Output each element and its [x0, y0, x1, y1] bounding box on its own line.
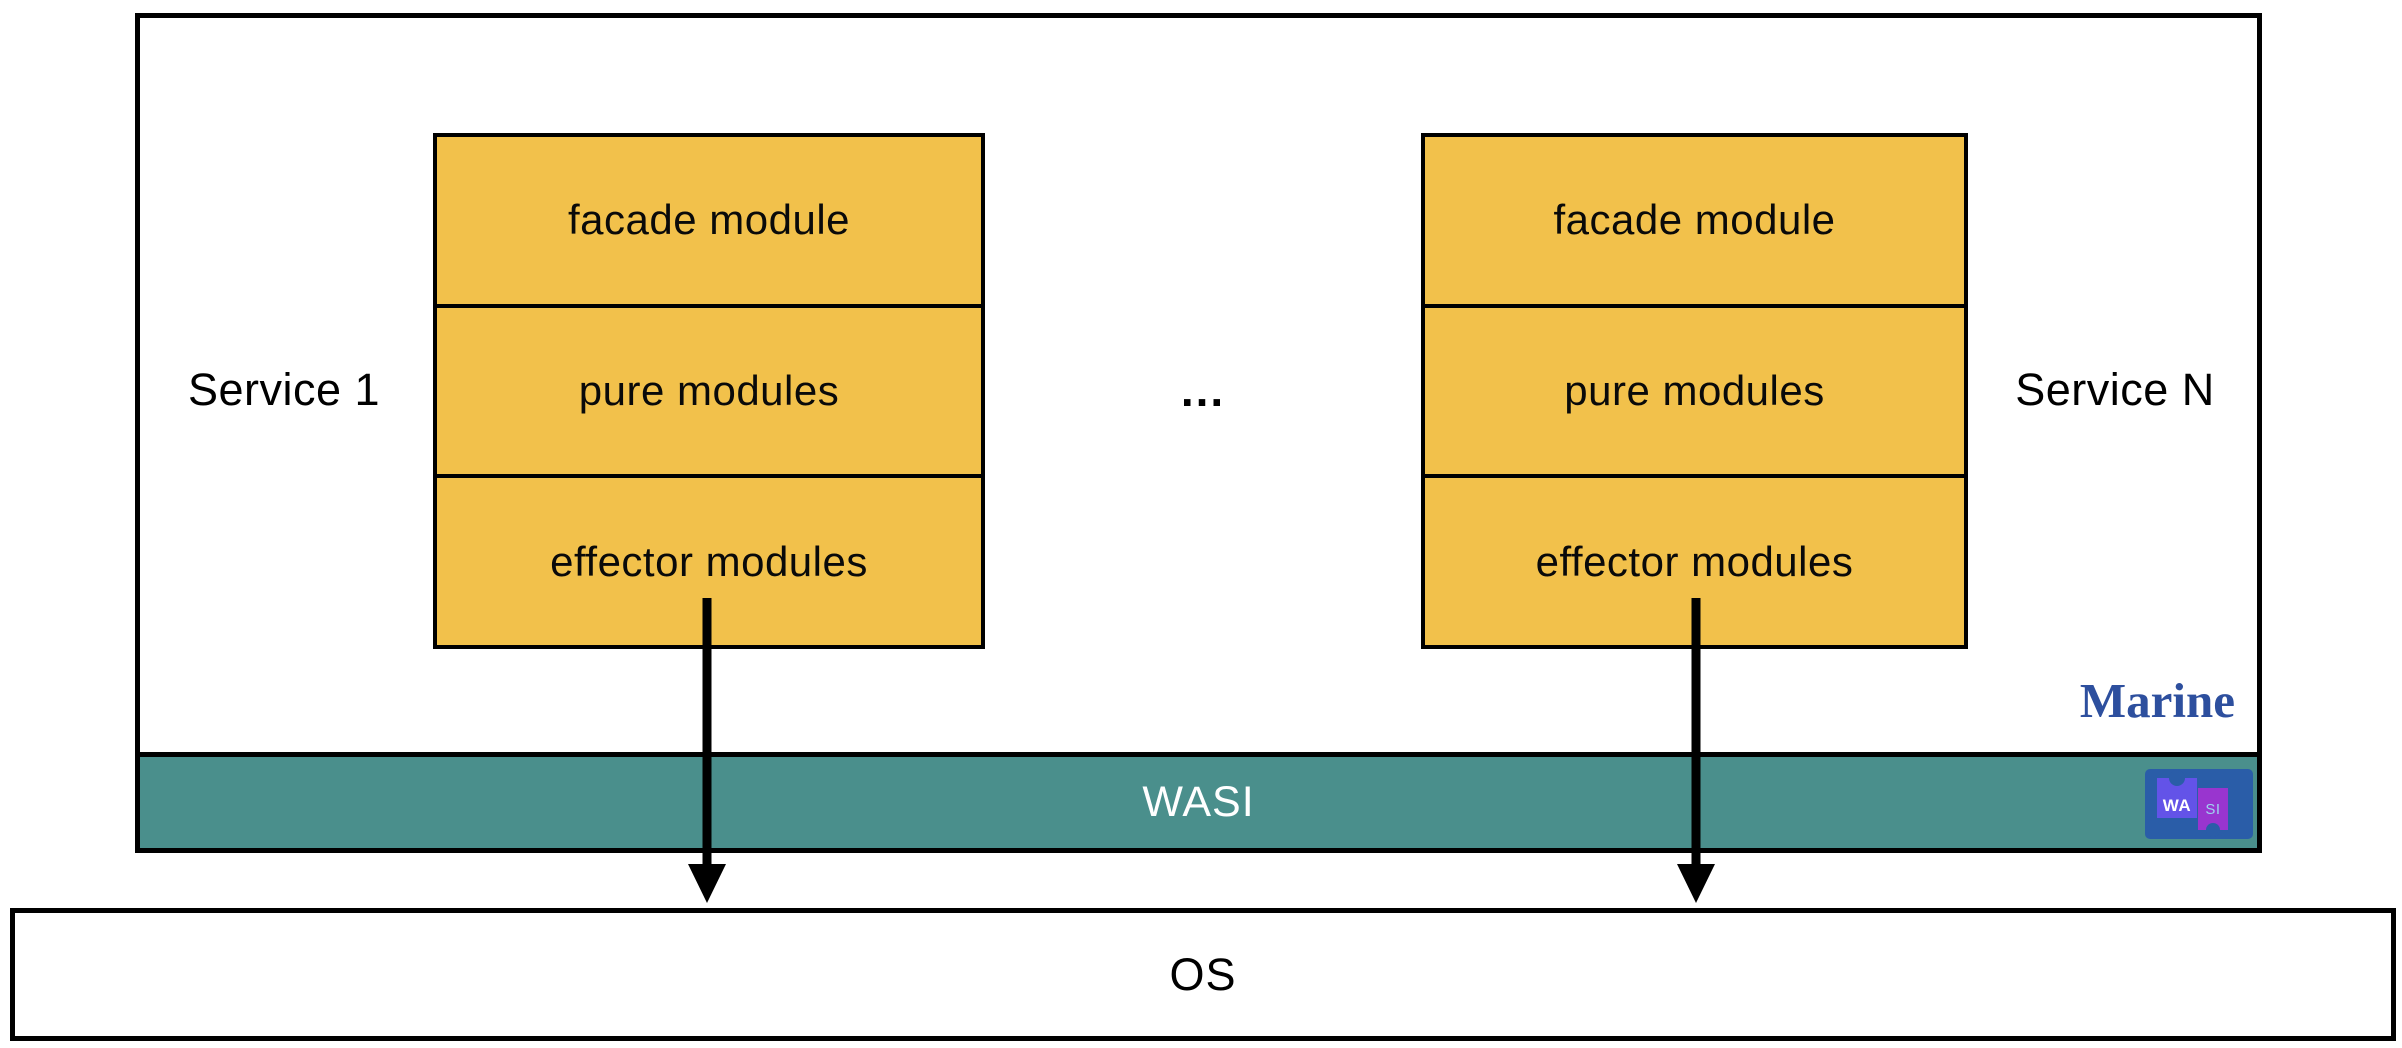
effector-modules-box: effector modules: [1425, 474, 1964, 646]
service-n-label: Service N: [2015, 364, 2215, 415]
wasi-logo-wa-text: WA: [2162, 796, 2192, 815]
pure-modules-box: pure modules: [437, 303, 981, 475]
os-label: OS: [1169, 948, 1237, 1000]
wasi-bar: WASI WA SI: [140, 752, 2257, 848]
marine-brand-label: Marine: [2079, 673, 2235, 728]
facade-module-box: facade module: [1425, 137, 1964, 304]
wasi-bar-label: WASI: [1142, 778, 1255, 826]
wasi-logo-wa-piece: WA: [2157, 770, 2197, 818]
marine-runtime-box: Service 1 facade module pure modules eff…: [135, 13, 2262, 853]
effector-modules-box: effector modules: [437, 474, 981, 646]
wasi-logo-si-piece: SI: [2198, 788, 2228, 837]
os-box: OS: [10, 908, 2396, 1041]
si-piece-notch: [2206, 823, 2220, 837]
services-ellipsis: ...: [1180, 364, 1226, 416]
facade-module-box: facade module: [437, 137, 981, 304]
service-n-module-stack: facade module pure modules effector modu…: [1421, 133, 1968, 649]
pure-modules-box: pure modules: [1425, 303, 1964, 475]
service-1-label: Service 1: [187, 364, 381, 415]
wasi-logo-si-text: SI: [2205, 800, 2221, 818]
wa-piece-notch: [2169, 770, 2185, 786]
wasi-logo: WA SI: [2145, 769, 2253, 839]
service-1-module-stack: facade module pure modules effector modu…: [433, 133, 985, 649]
